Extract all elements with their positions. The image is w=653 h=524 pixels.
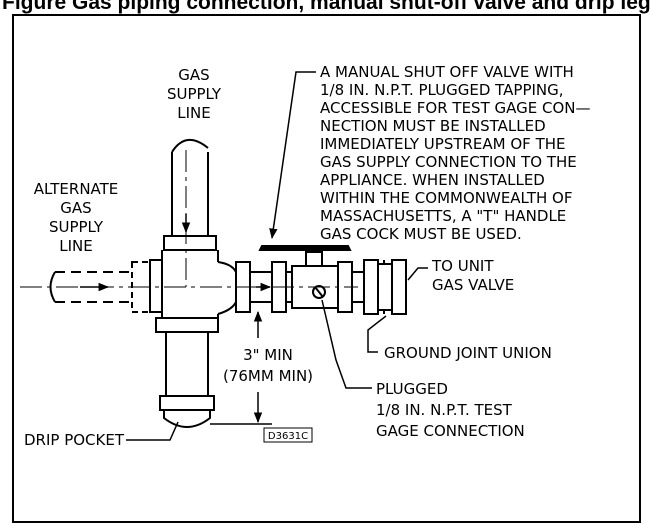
drawing-code: D3631C — [268, 431, 308, 442]
alternate-label-line-1: ALTERNATE — [34, 180, 119, 198]
gas-piping — [20, 139, 407, 428]
ground-joint-union — [363, 259, 407, 315]
alternate-label-line-4: LINE — [59, 237, 92, 255]
gas-supply-label-line-2: SUPPLY — [167, 85, 222, 103]
flow-arrows — [80, 214, 272, 292]
drip-pocket — [155, 317, 219, 428]
gas-supply-label-line-1: GAS — [178, 66, 209, 84]
drawing-code-box: D3631C — [263, 427, 313, 443]
valve-note-line-8: WITHIN THE COMMONWEALTH OF — [320, 189, 573, 207]
min-dimension-line-1: 3" MIN — [243, 346, 293, 364]
valve-note-line-6: GAS SUPPLY CONNECTION TO THE — [320, 153, 577, 171]
to-unit-label-line-2: GAS VALVE — [432, 276, 514, 294]
min-dimension-line-2: (76MM MIN) — [223, 367, 313, 385]
gas-supply-label-line-3: LINE — [177, 104, 210, 122]
valve-note-line-1: A MANUAL SHUT OFF VALVE WITH — [320, 63, 574, 81]
vertical-supply-pipe — [171, 139, 209, 236]
diagram-frame — [12, 14, 641, 523]
valve-note-line-10: GAS COCK MUST BE USED. — [320, 225, 522, 243]
tee-fitting — [149, 235, 251, 318]
leader-lines — [126, 71, 428, 441]
valve-note-line-7: APPLIANCE. WHEN INSTALLED — [320, 171, 545, 189]
ground-joint-union-label: GROUND JOINT UNION — [384, 344, 552, 362]
valve-note-line-4: NECTION MUST BE INSTALLED — [320, 117, 546, 135]
alternate-label-line-3: SUPPLY — [49, 218, 104, 236]
figure-heading: Figure Gas piping connection, manual shu… — [2, 0, 651, 14]
to-unit-label-line-1: TO UNIT — [431, 257, 494, 275]
valve-note-line-3: ACCESSIBLE FOR TEST GAGE CON— — [320, 99, 591, 117]
valve-note-line-9: MASSACHUSETTS, A "T" HANDLE — [320, 207, 566, 225]
alternate-label-line-2: GAS — [60, 199, 91, 217]
drip-pocket-label: DRIP POCKET — [24, 431, 125, 449]
plugged-label-line-1: PLUGGED — [376, 380, 448, 398]
label-group: GAS SUPPLY LINE ALTERNATE GAS SUPPLY LIN… — [24, 63, 591, 449]
plugged-label-line-2: 1/8 IN. N.P.T. TEST — [376, 401, 513, 419]
shut-off-valve — [258, 245, 364, 313]
valve-note-line-5: IMMEDIATELY UPSTREAM OF THE — [320, 135, 566, 153]
valve-note-line-2: 1/8 IN. N.P.T. PLUGGED TAPPING, — [320, 81, 564, 99]
plugged-label-line-3: GAGE CONNECTION — [376, 422, 525, 440]
